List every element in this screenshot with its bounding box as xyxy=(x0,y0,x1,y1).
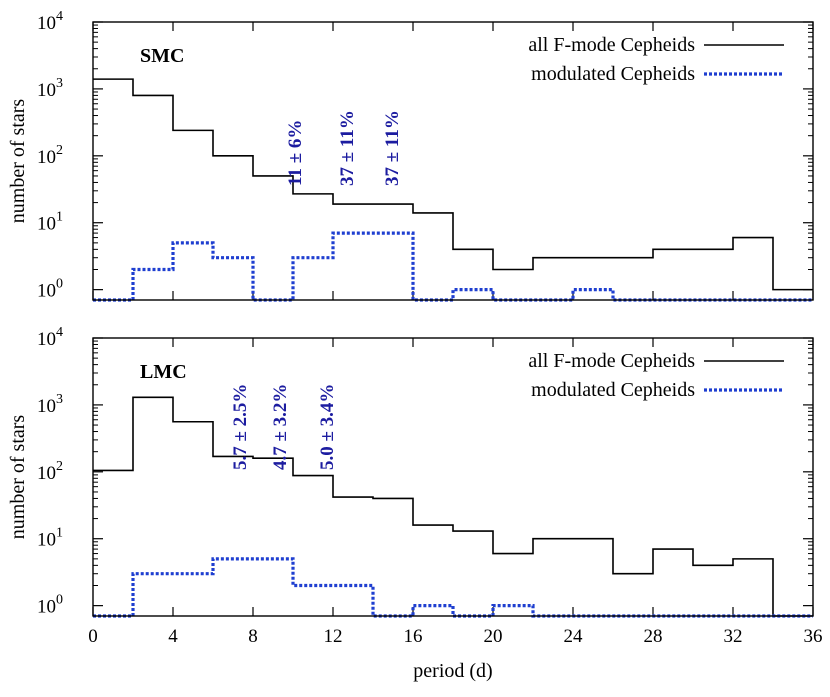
y-tick-label: 104 xyxy=(37,325,63,350)
x-tick-label: 36 xyxy=(804,626,823,647)
y-tick-label: 103 xyxy=(37,392,63,417)
series-modulated-cepheids xyxy=(93,557,813,618)
y-tick-label: 100 xyxy=(37,593,63,618)
legend-label: modulated Cepheids xyxy=(531,379,695,401)
fraction-annotation: 5.0 ± 3.4% xyxy=(317,384,338,470)
y-axis-label: number of stars xyxy=(7,415,29,540)
x-tick-label: 0 xyxy=(88,626,98,647)
series-all-f-mode-cepheids xyxy=(93,396,813,617)
fraction-annotation: 11 ± 6% xyxy=(285,120,306,186)
fraction-annotation: 5.7 ± 2.5% xyxy=(230,384,251,470)
y-axis-label: number of stars xyxy=(7,99,29,224)
fraction-annotation: 37 ± 11% xyxy=(337,110,358,186)
legend-label: all F-mode Cepheids xyxy=(528,350,695,372)
y-tick-label: 102 xyxy=(37,143,63,168)
y-tick-label: 100 xyxy=(37,277,63,302)
x-tick-label: 32 xyxy=(724,626,743,647)
x-tick-label: 28 xyxy=(644,626,663,647)
y-tick-label: 101 xyxy=(37,210,63,235)
x-tick-label: 16 xyxy=(404,626,423,647)
panel-label: SMC xyxy=(140,45,184,67)
x-tick-label: 24 xyxy=(564,626,584,647)
y-tick-label: 104 xyxy=(37,9,63,34)
legend-label: modulated Cepheids xyxy=(531,63,695,85)
plot-frame xyxy=(92,21,814,301)
x-tick-label: 20 xyxy=(484,626,503,647)
plot-frame xyxy=(92,337,814,617)
fraction-annotation: 37 ± 11% xyxy=(382,110,403,186)
y-tick-label: 103 xyxy=(37,76,63,101)
x-tick-label: 12 xyxy=(324,626,343,647)
fraction-annotation: 4.7 ± 3.2% xyxy=(270,384,291,470)
x-tick-label: 8 xyxy=(248,626,258,647)
y-tick-label: 101 xyxy=(37,526,63,551)
x-axis-label: period (d) xyxy=(413,660,492,682)
panel-label: LMC xyxy=(140,361,187,383)
y-tick-label: 102 xyxy=(37,459,63,484)
x-tick-label: 4 xyxy=(168,626,178,647)
series-all-f-mode-cepheids xyxy=(93,78,813,291)
legend-label: all F-mode Cepheids xyxy=(528,34,695,56)
